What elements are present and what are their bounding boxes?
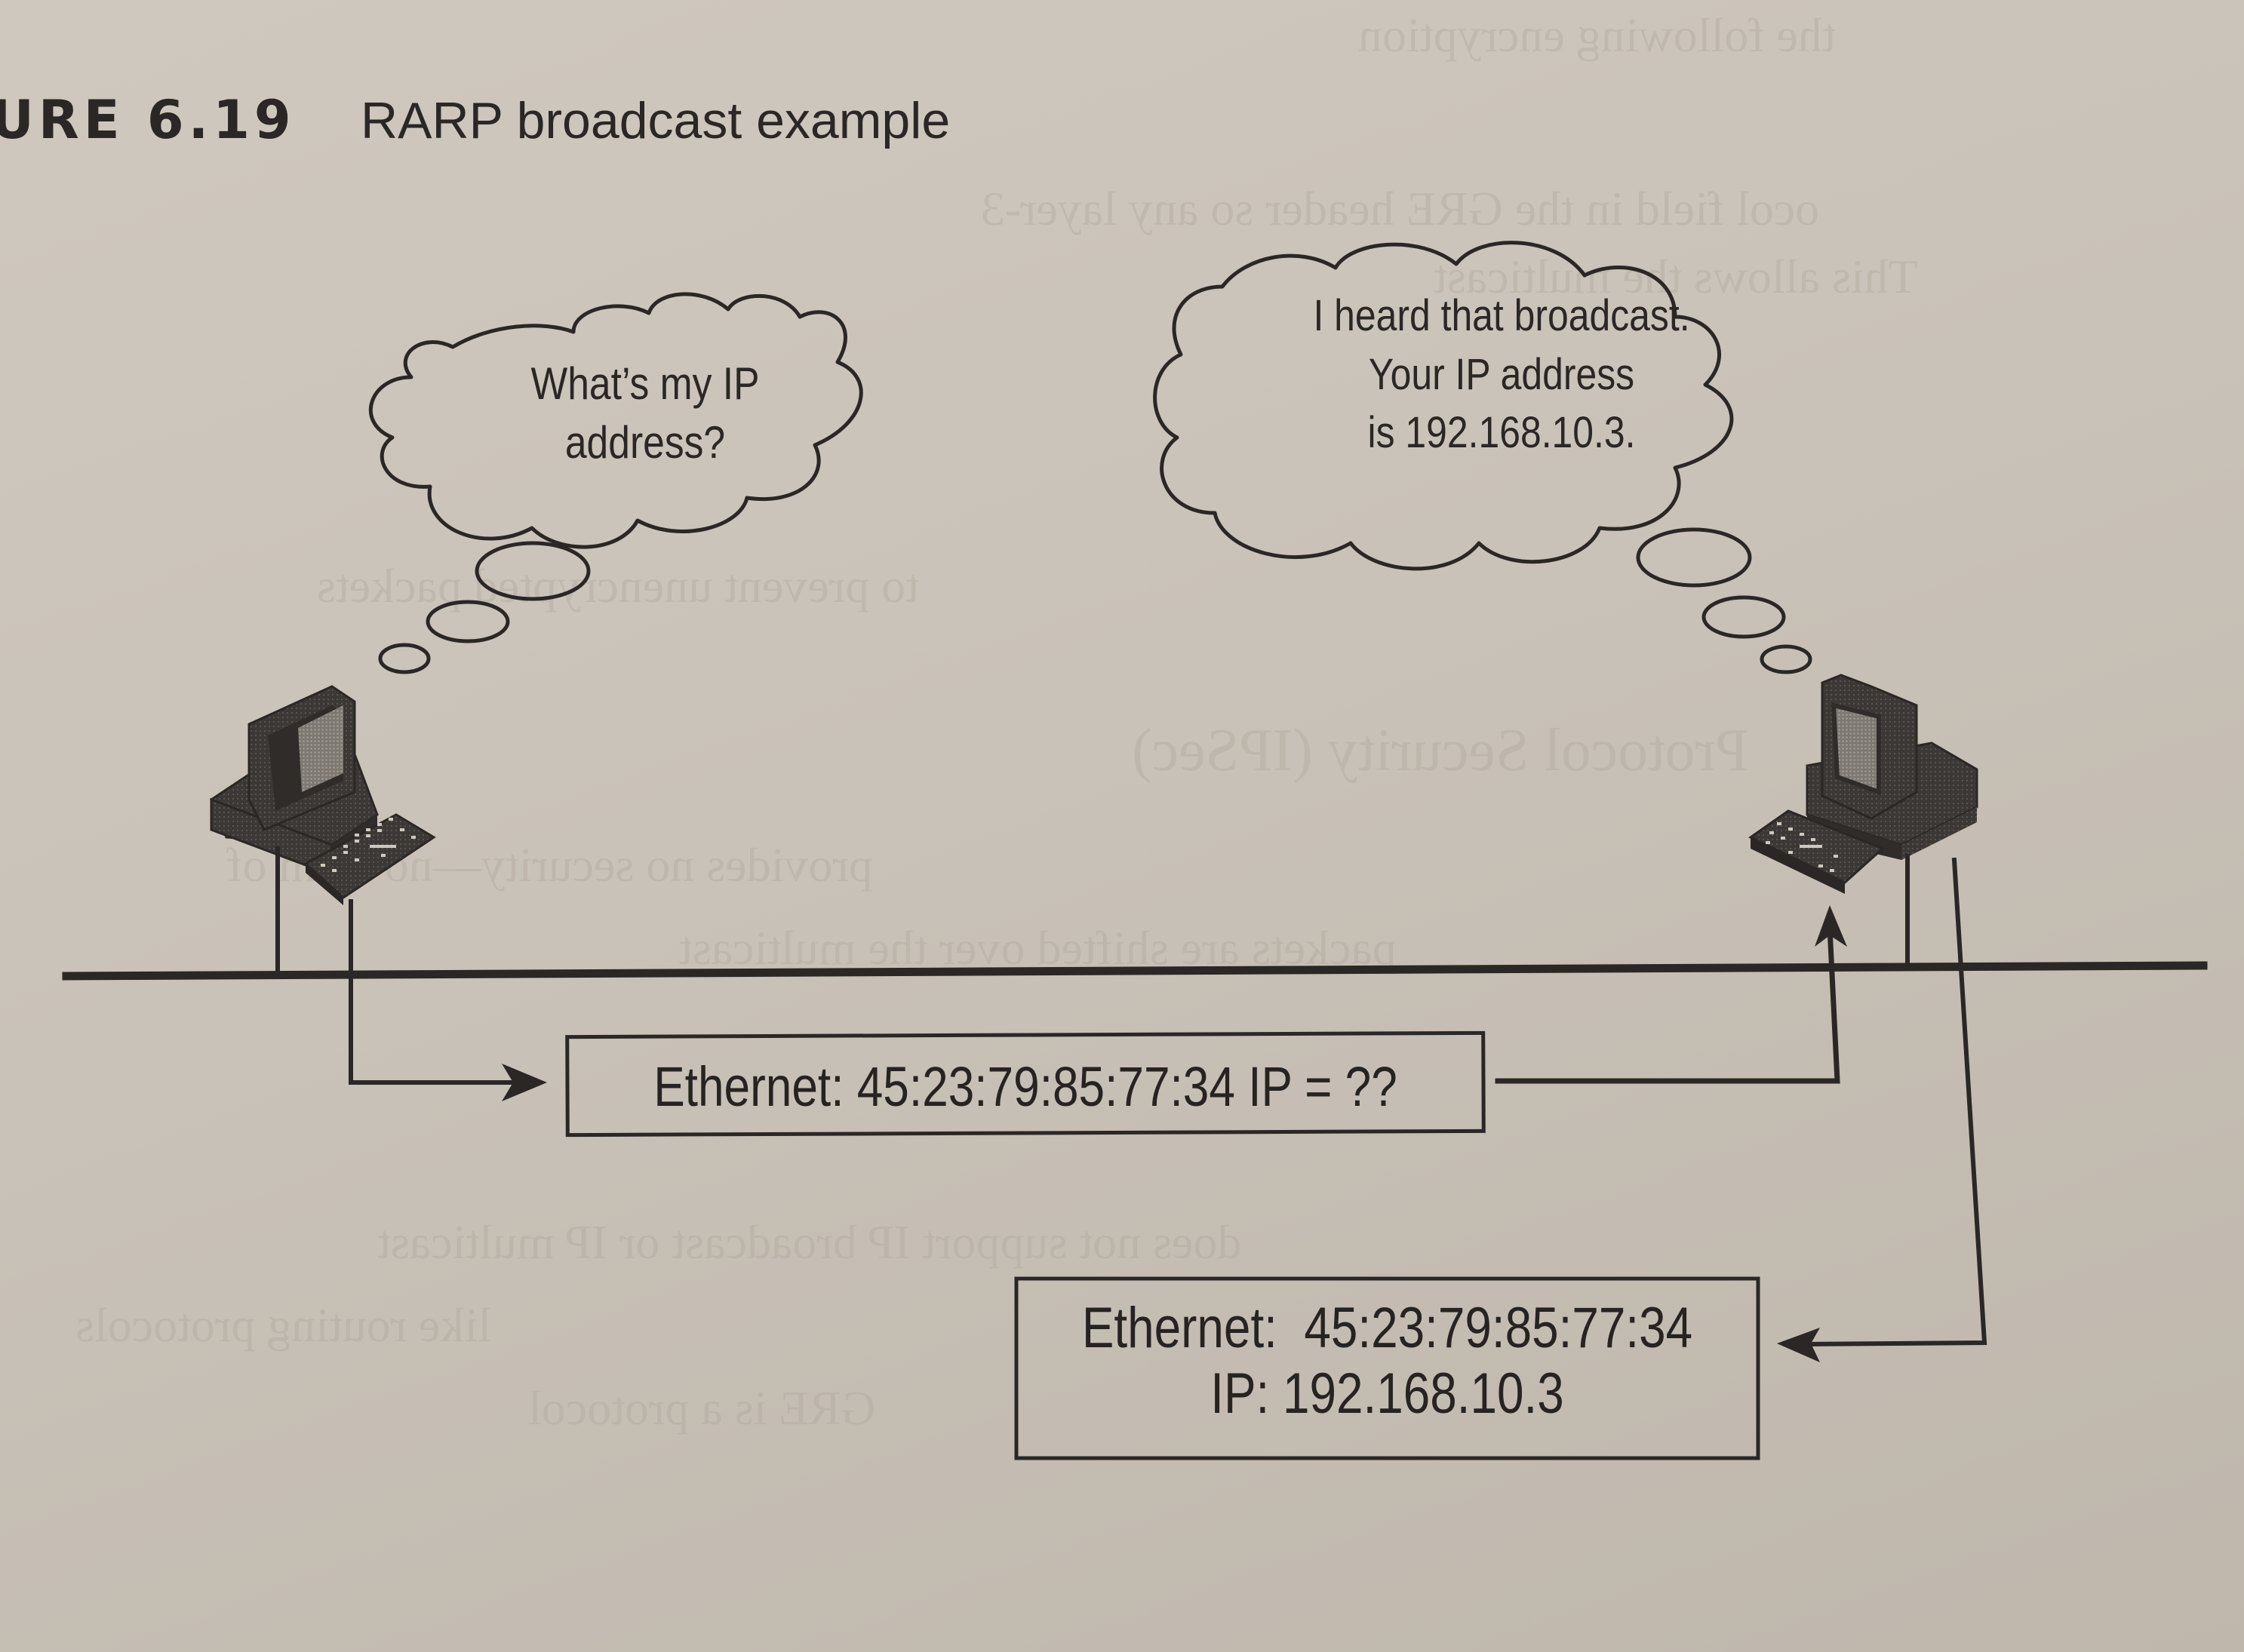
broadcast-arrow-path [1495, 925, 1840, 1084]
reply-frame-text: Ethernet: 45:23:79:85:77:34 IP: 192.168.… [1076, 1296, 1699, 1426]
reply-ethernet-mac: 45:23:79:85:77:34 [1304, 1296, 1693, 1360]
figure-number: URE 6.19 [0, 89, 296, 151]
thought-bubble-right-large [1636, 527, 1752, 588]
reply-arrow-path [1800, 857, 1987, 1347]
figure-title: RARP broadcast example [361, 92, 951, 149]
reply-arrow-head [1777, 1328, 1820, 1362]
thought-line: What’s my IP [530, 358, 760, 409]
thought-line: I heard that broadcast. [1313, 291, 1690, 340]
thought-bubble-left-large [475, 541, 591, 601]
thought-bubble-left-medium [426, 600, 510, 643]
reply-ethernet-label: Ethernet: [1081, 1296, 1277, 1360]
thought-cloud-left [369, 292, 863, 549]
thought-line: Your IP address [1368, 349, 1635, 399]
figure-caption: URE 6.19 RARP broadcast example [0, 89, 950, 151]
computer-icon-right [1748, 674, 1978, 894]
requester-thought-text: What’s my IP address? [493, 355, 798, 472]
reply-ethernet-line: Ethernet: 45:23:79:85:77:34 [1076, 1296, 1699, 1362]
thought-bubble-left-small [378, 643, 431, 674]
thought-bubble-right-small [1760, 644, 1812, 674]
thought-bubble-right-medium [1701, 595, 1786, 639]
thought-line: is 192.168.10.3. [1367, 408, 1636, 458]
reply-frame-box [1014, 1276, 1760, 1460]
request-frame-text: Ethernet: 45:23:79:85:77:34 IP = ?? [653, 1055, 1397, 1118]
computer-icon-left [210, 685, 436, 905]
reply-ip-line: IP: 192.168.10.3 [1210, 1361, 1564, 1426]
responder-thought-text: I heard that broadcast. Your IP address … [1255, 287, 1748, 462]
request-arrow-path [349, 899, 530, 1085]
thought-cloud-right [1153, 241, 1734, 571]
ethernet-bus [62, 961, 2208, 981]
request-arrow-head [502, 1064, 547, 1101]
thought-line: address? [564, 417, 726, 468]
request-frame-box [565, 1030, 1486, 1138]
broadcast-arrow-head [1815, 905, 1847, 947]
